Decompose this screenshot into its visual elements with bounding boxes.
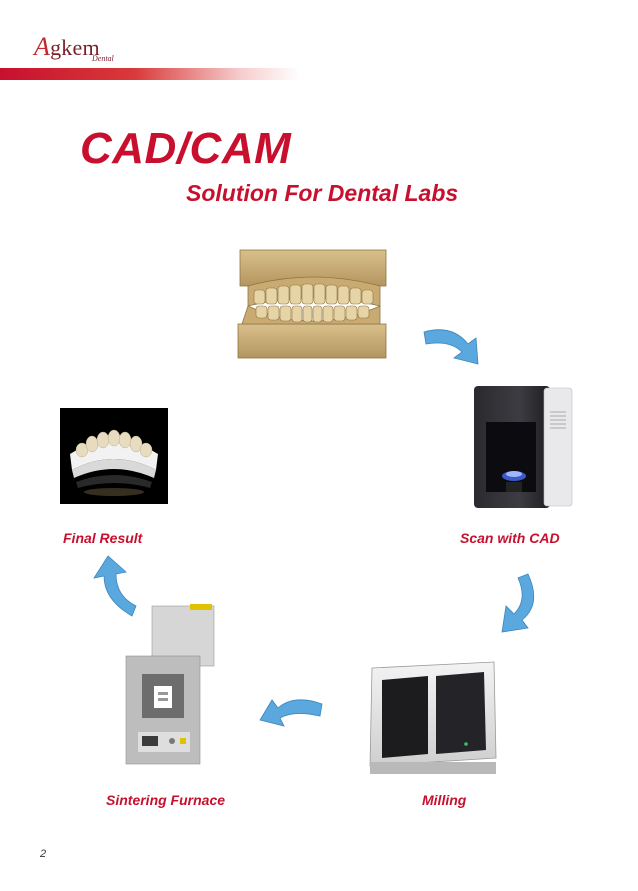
caption-scan-with-cad: Scan with CAD: [460, 530, 560, 546]
milling-machine-image: [369, 661, 497, 774]
caption-sintering-furnace: Sintering Furnace: [106, 792, 226, 808]
page-number: 2: [40, 848, 47, 860]
logo-wordmark: Agkem: [34, 32, 100, 62]
logo-initial: A: [34, 32, 51, 61]
logo-subtitle: Dental: [92, 54, 114, 63]
page-subtitle: Solution For Dental Labs: [186, 180, 459, 206]
agkem-logo: Agkem Dental: [34, 32, 124, 66]
logo-text: gkem: [50, 35, 100, 60]
caption-final-result: Final Result: [63, 530, 143, 546]
header-bar: [0, 68, 300, 80]
scanner-image: [474, 386, 573, 508]
arrow-icon: [259, 699, 323, 727]
final-result-image: [60, 408, 168, 504]
arrow-icon: [93, 555, 137, 617]
sintering-furnace-image: [125, 604, 215, 765]
caption-milling: Milling: [422, 792, 467, 808]
arrow-icon: [501, 573, 535, 633]
page-title: CAD/CAM: [80, 124, 292, 173]
arrow-icon: [423, 329, 479, 365]
dental-model-image: [237, 249, 387, 359]
